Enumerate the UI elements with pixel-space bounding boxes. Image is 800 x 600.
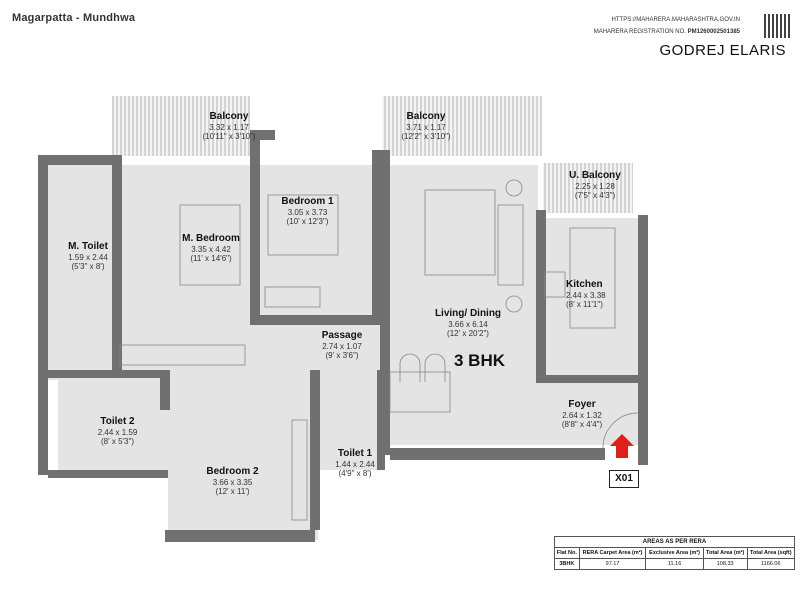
rera-registration: MAHARERA REGISTRATION NO. PM126000250138… (594, 29, 740, 35)
unit-type-label: 3 BHK (454, 351, 506, 370)
cell-exclusive-area: 11.16 (645, 558, 704, 570)
qr-code-icon (764, 14, 790, 38)
cell-rera-carpet-area: 97.17 (578, 558, 647, 570)
cell-total-area-m2: 108.33 (702, 558, 748, 570)
rera-registration-label: MAHARERA REGISTRATION NO. (593, 29, 686, 35)
area-table-header-row: Flat No. RERA Carpet Area (m²) Exclusive… (554, 547, 796, 559)
project-location: Magarpatta - Mundhwa (12, 12, 136, 24)
brand-logo: GODREJ ELARIS (659, 42, 786, 59)
col-flat-no: Flat No. (554, 547, 580, 559)
area-table-title: AREAS AS PER RERA (554, 536, 795, 548)
col-total-area-sqft: Total Area (sqft) (746, 547, 796, 559)
red-arrow-up-icon (610, 434, 634, 458)
rera-area-table: AREAS AS PER RERA Flat No. RERA Carpet A… (554, 536, 796, 570)
col-rera-carpet-area: RERA Carpet Area (m²) (578, 547, 647, 559)
table-row: 3BHK 97.17 11.16 108.33 1166.06 (554, 558, 796, 570)
col-exclusive-area: Exclusive Area (m²) (645, 547, 704, 559)
rera-url: HTTPS://MAHARERA.MAHARASHTRA.GOV.IN (611, 17, 740, 23)
balcony-left (112, 96, 250, 156)
cell-total-area-sqft: 1166.06 (746, 558, 796, 570)
rera-registration-number: PM1260002501385 (687, 29, 740, 35)
balcony-right (382, 96, 542, 156)
utility-balcony (543, 163, 633, 213)
col-total-area-m2: Total Area (m²) (702, 547, 748, 559)
cell-flat-no: 3BHK (554, 558, 580, 570)
unit-number-tag: X01 (609, 470, 639, 488)
